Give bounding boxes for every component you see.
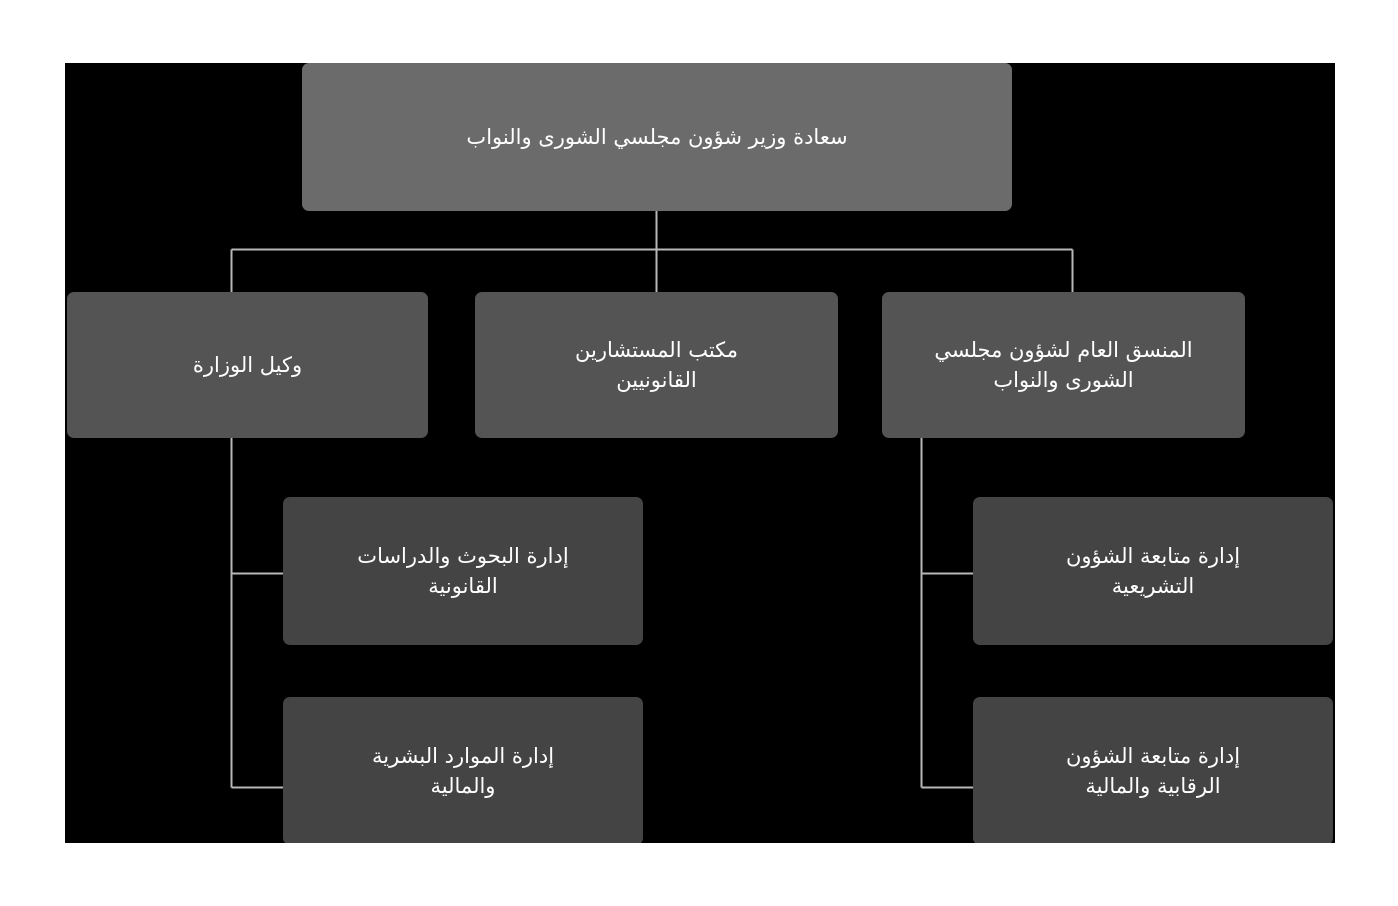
node-undersecretary-label: وكيل الوزارة <box>192 352 303 377</box>
node-legal-research-studies-label: إدارة البحوث والدراسات القانونية <box>357 543 569 598</box>
node-oversight-financial-affairs-followup-label: إدارة متابعة الشؤون الرقابية والمالية <box>1065 743 1241 798</box>
node-human-resources-finance[interactable]: إدارة الموارد البشرية والمالية <box>283 697 643 843</box>
node-general-coordinator[interactable]: المنسق العام لشؤون مجلسي الشورى والنواب <box>882 292 1245 438</box>
node-minister-label: سعادة وزير شؤون مجلسي الشورى والنواب <box>466 124 848 149</box>
node-oversight-financial-affairs-followup[interactable]: إدارة متابعة الشؤون الرقابية والمالية <box>973 697 1333 843</box>
node-legislative-affairs-followup-label: إدارة متابعة الشؤون التشريعية <box>1065 543 1241 598</box>
node-human-resources-finance-label: إدارة الموارد البشرية والمالية <box>371 743 555 798</box>
node-undersecretary[interactable]: وكيل الوزارة <box>67 292 428 438</box>
connector-lines <box>230 211 1074 789</box>
node-legal-advisors-office-label: مكتب المستشارين القانونيين <box>574 337 739 392</box>
node-legal-research-studies[interactable]: إدارة البحوث والدراسات القانونية <box>283 497 643 645</box>
node-minister[interactable]: سعادة وزير شؤون مجلسي الشورى والنواب <box>302 63 1012 211</box>
node-general-coordinator-label: المنسق العام لشؤون مجلسي الشورى والنواب <box>934 337 1193 392</box>
node-legal-advisors-office[interactable]: مكتب المستشارين القانونيين <box>475 292 838 438</box>
org-chart-canvas: سعادة وزير شؤون مجلسي الشورى والنواب وكي… <box>65 63 1335 843</box>
node-legislative-affairs-followup[interactable]: إدارة متابعة الشؤون التشريعية <box>973 497 1333 645</box>
